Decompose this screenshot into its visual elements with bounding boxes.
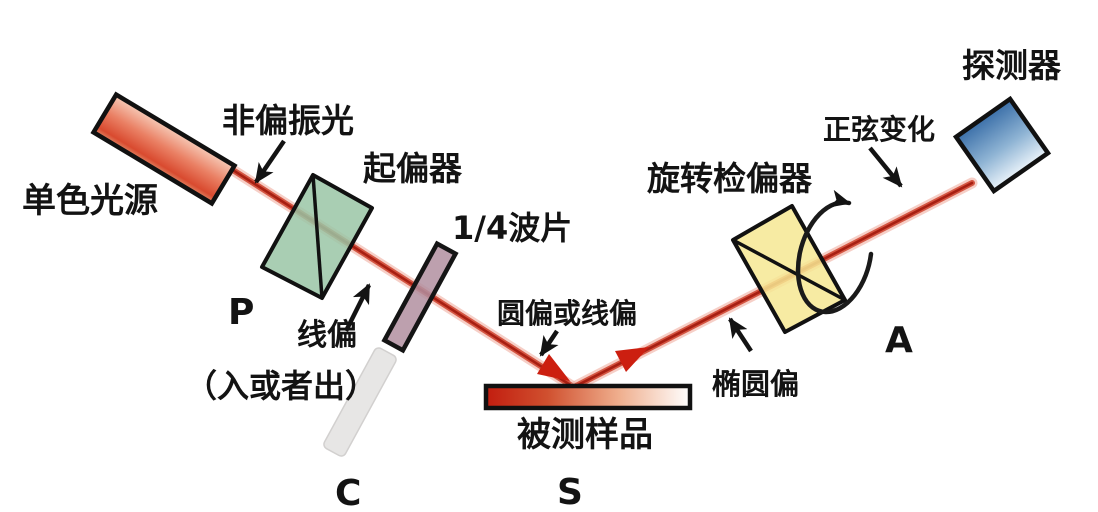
detector-label: 探测器 xyxy=(962,46,1062,85)
sinusoidal-variation-label: 正弦变化 xyxy=(823,113,935,146)
light-source-body xyxy=(90,91,238,207)
light-source-label: 单色光源 xyxy=(22,181,158,221)
analyzer-diagonal xyxy=(732,238,846,302)
unpolarized-arrow xyxy=(254,139,286,184)
polarizer-prism xyxy=(260,173,374,300)
wave-plate-holder xyxy=(323,347,397,457)
compensator-letter: C xyxy=(335,473,361,512)
polarizer-letter: P xyxy=(228,292,254,333)
linear-pol-arrow xyxy=(343,283,372,333)
beam-arrowhead-incident xyxy=(537,354,570,381)
sample-label: 被测样品 xyxy=(517,415,653,455)
beam-arrowhead-reflected xyxy=(615,347,649,372)
beam-incident xyxy=(219,159,578,392)
analyzer-prism xyxy=(731,204,847,334)
quarter-wave-plate xyxy=(381,240,459,354)
rotating-analyzer-label: 旋转检偏器 xyxy=(647,159,813,198)
sample-letter: S xyxy=(557,472,583,512)
elliptical-polarization-label: 椭圆偏 xyxy=(712,367,799,401)
in-or-out-label: （入或者出） xyxy=(185,367,377,405)
circ-or-lin-arrow xyxy=(539,329,559,357)
elliptical-arrow xyxy=(728,317,753,353)
linear-polarization-label: 线偏 xyxy=(297,318,357,353)
analyzer-letter: A xyxy=(885,320,913,361)
sinusoidal-arrow xyxy=(868,146,903,188)
prism-diagonal xyxy=(311,174,324,299)
rotation-arrow xyxy=(795,189,874,315)
circular-or-linear-label: 圆偏或线偏 xyxy=(497,297,637,330)
unpolarized-light-label: 非偏振光 xyxy=(222,101,354,140)
quarter-wave-plate-label: 1/4波片 xyxy=(452,209,572,247)
detector-panel xyxy=(952,95,1052,195)
polarizer-label: 起偏器 xyxy=(363,149,463,188)
sample-bar xyxy=(483,383,693,411)
